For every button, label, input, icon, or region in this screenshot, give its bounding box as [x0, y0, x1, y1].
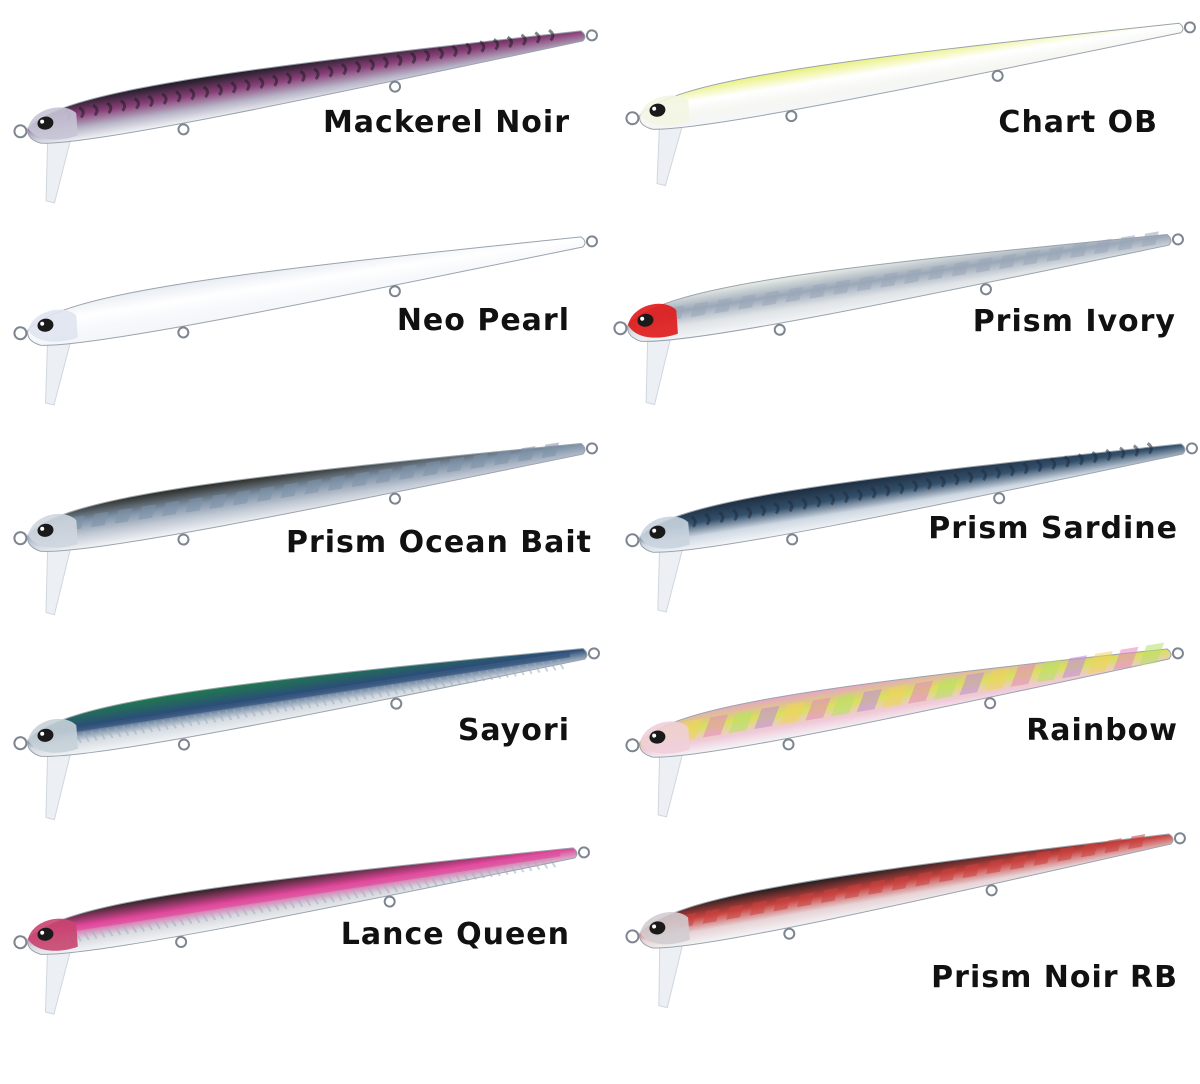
lure-name-label: Prism Ivory — [972, 304, 1176, 339]
lure-image — [625, 832, 1186, 1009]
split-ring-icon — [785, 110, 798, 123]
split-ring-icon — [577, 846, 590, 859]
lure-name-label: Prism Noir RB — [931, 960, 1178, 995]
lure-lip-icon — [45, 136, 72, 204]
split-ring-icon — [625, 111, 640, 126]
lure-image — [625, 442, 1198, 613]
split-ring-icon — [585, 235, 598, 248]
lure-name-label: Sayori — [457, 713, 570, 748]
lure-card-prism-sardine: Prism Sardine — [600, 415, 1200, 620]
split-ring-icon — [979, 283, 992, 296]
lure-card-rainbow: Rainbow — [600, 620, 1200, 825]
split-ring-icon — [1183, 21, 1196, 34]
lure-lip-icon — [656, 122, 683, 187]
lure-body — [639, 648, 1172, 758]
lure-card-prism-ocean-bait: Prism Ocean Bait — [0, 415, 600, 620]
lure-lip-icon — [45, 338, 72, 406]
split-ring-icon — [786, 533, 799, 546]
split-ring-icon — [613, 321, 628, 336]
split-ring-icon — [782, 738, 795, 751]
lure-name-label: Prism Sardine — [928, 511, 1178, 546]
lure-lip-icon — [45, 749, 72, 821]
split-ring-icon — [985, 884, 998, 897]
split-ring-icon — [383, 895, 396, 908]
split-ring-icon — [177, 533, 190, 546]
lure-name-label: Mackerel Noir — [322, 105, 570, 140]
lure-lip-icon — [657, 545, 684, 613]
split-ring-icon — [625, 533, 640, 548]
lure-card-chart-ob: Chart OB — [600, 0, 1200, 205]
lure-image — [613, 231, 1184, 406]
lure-name-label: Neo Pearl — [396, 303, 570, 338]
lure-name-label: Rainbow — [1026, 713, 1178, 748]
lure-body — [639, 22, 1184, 130]
lure-image — [13, 442, 598, 616]
lure-card-mackerel-noir: Mackerel Noir — [0, 0, 600, 205]
lure-body — [639, 443, 1186, 553]
split-ring-icon — [1173, 832, 1186, 845]
lure-image — [13, 29, 598, 204]
split-ring-icon — [1171, 647, 1184, 660]
split-ring-icon — [13, 326, 28, 341]
split-ring-icon — [585, 442, 598, 455]
lure-lip-icon — [657, 750, 684, 818]
lure-card-neo-pearl: Neo Pearl — [0, 210, 600, 415]
lure-lip-icon — [44, 947, 72, 1015]
split-ring-icon — [585, 29, 598, 42]
lure-lip-icon — [645, 334, 672, 406]
lure-image — [625, 21, 1196, 187]
split-ring-icon — [389, 492, 402, 505]
lure-name-label: Prism Ocean Bait — [285, 525, 592, 560]
lure-lip-icon — [45, 544, 72, 616]
lure-body — [27, 30, 586, 144]
lure-body — [27, 442, 586, 552]
split-ring-icon — [13, 935, 28, 950]
split-ring-icon — [587, 647, 600, 660]
split-ring-icon — [1171, 233, 1184, 246]
split-ring-icon — [991, 69, 1004, 82]
split-ring-icon — [177, 123, 190, 136]
split-ring-icon — [13, 736, 28, 751]
split-ring-icon — [984, 697, 997, 710]
lure-card-lance-queen: Lance Queen — [0, 825, 600, 1030]
split-ring-icon — [13, 124, 28, 139]
split-ring-icon — [389, 80, 402, 93]
split-ring-icon — [993, 492, 1006, 505]
lure-card-prism-ivory: Prism Ivory — [600, 210, 1200, 415]
split-ring-icon — [773, 323, 786, 336]
split-ring-icon — [1185, 442, 1198, 455]
lure-card-prism-noir-rb: Prism Noir RB — [600, 825, 1200, 1030]
split-ring-icon — [625, 929, 640, 944]
lure-image — [13, 846, 590, 1015]
split-ring-icon — [783, 927, 796, 940]
split-ring-icon — [13, 531, 28, 546]
lure-image — [13, 235, 598, 406]
lure-name-label: Chart OB — [998, 105, 1158, 140]
split-ring-icon — [177, 738, 190, 751]
lure-card-sayori: Sayori — [0, 620, 600, 825]
split-ring-icon — [390, 697, 403, 710]
lure-name-label: Lance Queen — [340, 917, 570, 952]
split-ring-icon — [388, 285, 401, 298]
split-ring-icon — [625, 738, 640, 753]
lure-image — [13, 647, 600, 821]
lure-body — [27, 236, 586, 346]
split-ring-icon — [177, 326, 190, 339]
split-ring-icon — [175, 935, 188, 948]
lure-image — [625, 642, 1184, 818]
